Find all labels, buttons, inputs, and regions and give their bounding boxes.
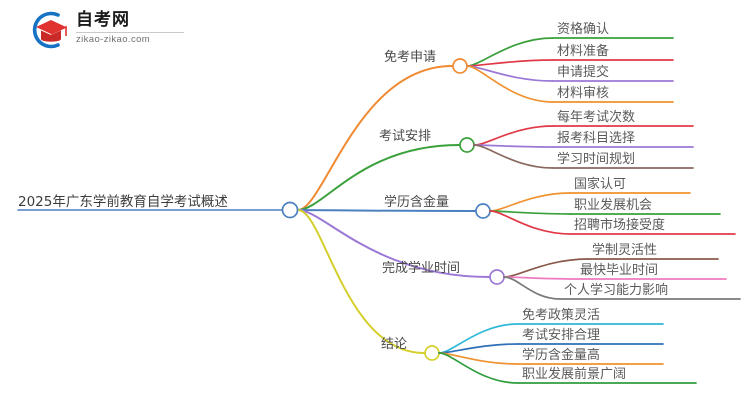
leaf-connector-exam-schedule-1 xyxy=(473,144,554,148)
logo-text: 自考网 zikao-zikao.com xyxy=(76,10,184,45)
leaf-connector-completion-time-2 xyxy=(503,276,561,300)
branch-label-conclusion[interactable]: 结论 xyxy=(381,337,408,352)
branch-node-conclusion[interactable] xyxy=(424,345,440,361)
site-logo: 自考网 zikao-zikao.com xyxy=(28,8,228,52)
branch-label-exemption-application[interactable]: 免考申请 xyxy=(384,50,437,65)
leaf-label-conclusion-3[interactable]: 职业发展前景广阔 xyxy=(522,367,627,382)
branch-label-degree-value[interactable]: 学历含金量 xyxy=(384,195,450,210)
logo-domain: zikao-zikao.com xyxy=(76,34,151,45)
leaf-label-completion-time-0[interactable]: 学制灵活性 xyxy=(592,243,658,258)
leaf-label-exemption-application-2[interactable]: 申请提交 xyxy=(557,65,610,80)
leaf-label-conclusion-0[interactable]: 免考政策灵活 xyxy=(522,308,601,323)
leaf-label-exemption-application-3[interactable]: 材料审核 xyxy=(557,86,610,101)
leaf-label-completion-time-1[interactable]: 最快毕业时间 xyxy=(580,263,659,278)
branch-node-completion-time[interactable] xyxy=(489,269,505,285)
branch-node-degree-value[interactable] xyxy=(475,203,491,219)
branch-connector-degree-value xyxy=(297,209,476,212)
leaf-label-completion-time-2[interactable]: 个人学习能力影响 xyxy=(564,283,669,298)
leaf-connector-exemption-application-3 xyxy=(466,65,554,103)
branch-connector-conclusion xyxy=(297,209,425,354)
leaf-label-conclusion-2[interactable]: 学历含金量高 xyxy=(522,348,601,363)
leaf-connector-degree-value-2 xyxy=(489,210,571,235)
graduation-cap-logo-icon xyxy=(32,11,67,49)
leaf-connector-degree-value-0 xyxy=(489,192,571,212)
root-node-label[interactable]: 2025年广东学前教育自学考试概述 xyxy=(18,194,228,210)
leaf-connector-exam-schedule-0 xyxy=(473,125,554,146)
root-node[interactable] xyxy=(281,201,299,219)
branch-label-exam-schedule[interactable]: 考试安排 xyxy=(379,129,432,144)
logo-title: 自考网 xyxy=(76,10,130,30)
leaf-label-degree-value-2[interactable]: 招聘市场接受度 xyxy=(574,218,666,233)
logo-divider xyxy=(76,32,184,33)
leaf-connector-completion-time-0 xyxy=(503,258,589,278)
leaf-label-exemption-application-0[interactable]: 资格确认 xyxy=(557,22,610,37)
branch-label-completion-time[interactable]: 完成学业时间 xyxy=(382,261,461,276)
leaf-label-exam-schedule-2[interactable]: 学习时间规划 xyxy=(557,152,636,167)
branch-connector-exam-schedule xyxy=(297,144,460,211)
leaf-label-exam-schedule-0[interactable]: 每年考试次数 xyxy=(557,110,636,125)
leaf-label-degree-value-0[interactable]: 国家认可 xyxy=(574,177,627,192)
leaf-label-degree-value-1[interactable]: 职业发展机会 xyxy=(574,198,653,213)
leaf-connector-exam-schedule-2 xyxy=(473,144,554,169)
leaf-connector-conclusion-0 xyxy=(438,323,519,354)
branch-connector-completion-time xyxy=(297,209,490,278)
leaf-connector-exemption-application-2 xyxy=(466,65,554,82)
leaf-label-conclusion-1[interactable]: 考试安排合理 xyxy=(522,328,601,343)
branch-node-exam-schedule[interactable] xyxy=(459,137,475,153)
branch-connector-exemption-application xyxy=(297,65,453,211)
leaf-connector-conclusion-2 xyxy=(438,352,519,365)
branch-node-exemption-application[interactable] xyxy=(452,58,468,74)
leaf-label-exam-schedule-1[interactable]: 报考科目选择 xyxy=(557,131,636,146)
leaf-connector-completion-time-1 xyxy=(503,276,577,280)
leaf-connector-conclusion-3 xyxy=(438,352,519,384)
leaf-label-exemption-application-1[interactable]: 材料准备 xyxy=(557,44,610,59)
